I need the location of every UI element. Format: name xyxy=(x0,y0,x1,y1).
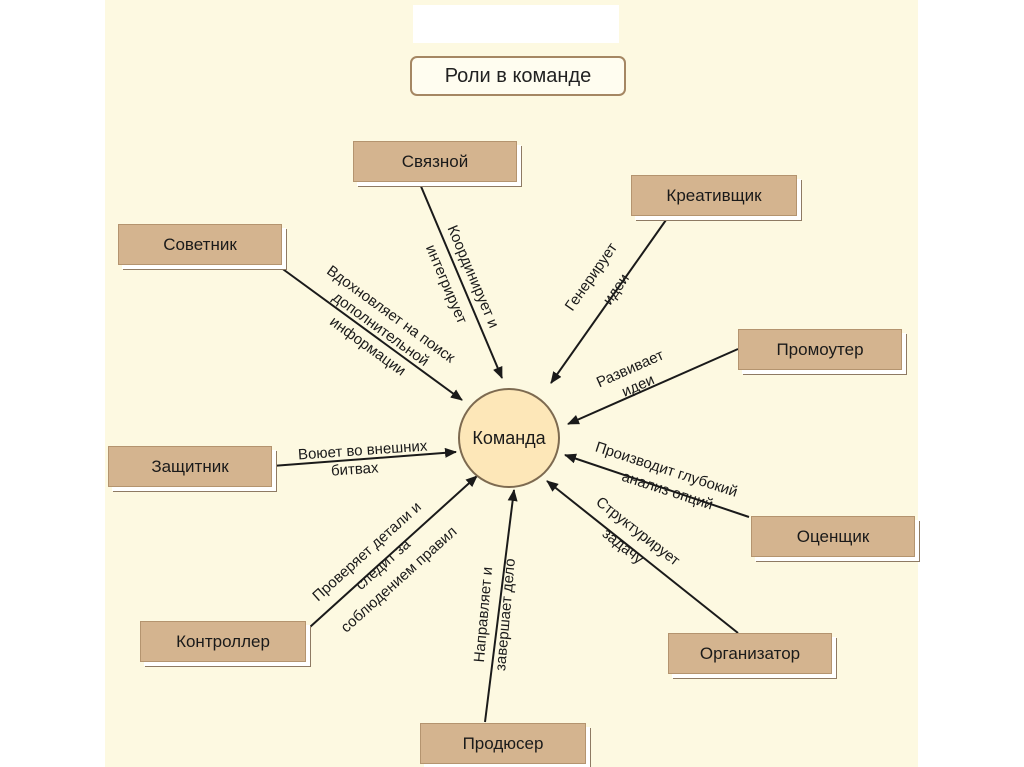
arrow-kreativshchik xyxy=(550,219,667,384)
diagram-title: Роли в команде xyxy=(410,56,626,96)
relation-label-line2: битвах xyxy=(330,459,379,479)
relation-label-line2: идеи xyxy=(600,271,633,308)
role-promouter: Промоутер xyxy=(738,329,902,370)
relation-label: Направляет и xyxy=(471,566,496,663)
role-organizator: Организатор xyxy=(668,633,832,674)
role-otsenshchik: Оценщик xyxy=(751,516,915,557)
svg-text:идеи: идеи xyxy=(600,271,633,308)
arrow-kontroller xyxy=(309,475,478,628)
arrow-otsenshchik xyxy=(564,453,750,518)
role-prodyuser: Продюсер xyxy=(420,723,586,764)
blank-header-bar xyxy=(413,5,619,43)
role-kontroller: Контроллер xyxy=(140,621,306,662)
role-svyaznoy: Связной xyxy=(353,141,517,182)
team-node: Команда xyxy=(458,388,560,488)
arrow-prodyuser xyxy=(484,489,518,723)
arrow-zashchitnik xyxy=(271,447,457,467)
svg-text:завершает дело: завершает дело xyxy=(492,558,519,672)
arrow-organizator xyxy=(546,480,739,634)
svg-text:битвах: битвах xyxy=(330,459,379,479)
arrow-promouter xyxy=(567,348,739,425)
role-zashchitnik: Защитник xyxy=(108,446,272,487)
role-sovetnik: Советник xyxy=(118,224,282,265)
arrow-svyaznoy xyxy=(419,183,503,379)
relation-label-line2: завершает дело xyxy=(492,558,519,672)
role-kreativshchik: Креативщик xyxy=(631,175,797,216)
svg-text:Направляет и: Направляет и xyxy=(471,566,496,663)
arrow-sovetnik xyxy=(279,266,463,401)
